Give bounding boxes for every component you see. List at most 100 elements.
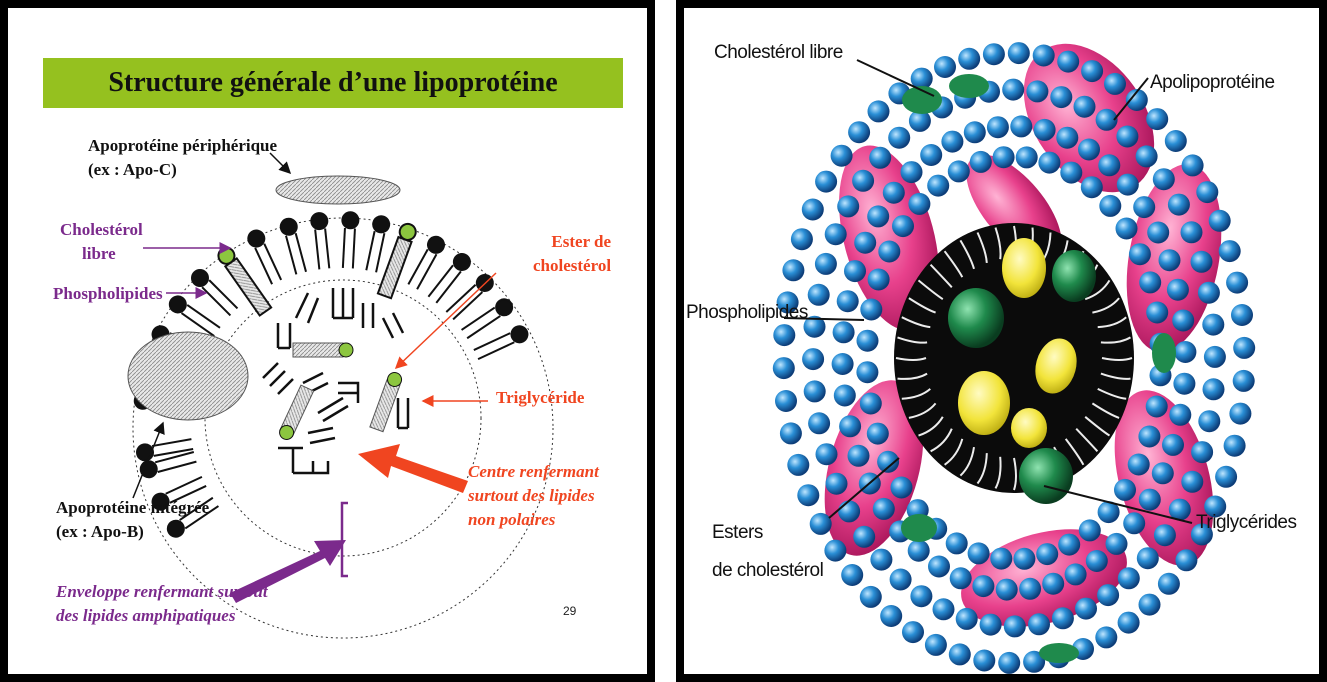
phospholipid-head	[791, 228, 813, 250]
phospholipid-head	[1146, 302, 1168, 324]
phospholipid-head	[1099, 195, 1121, 217]
phospholipid-head	[848, 121, 870, 143]
cholesterol-libre-label: Cholestérol libre	[714, 42, 843, 64]
phospholipid-head	[1198, 282, 1220, 304]
phospholipid-head	[1203, 378, 1225, 400]
phospholipid-head	[1123, 512, 1145, 534]
apo-peripheral-label: Apoprotéine périphérique (ex : Apo-C)	[88, 134, 277, 182]
phospholipid-head	[1181, 221, 1203, 243]
phospholipid-head	[797, 484, 819, 506]
phospholipid-head	[949, 643, 971, 665]
phospholipid-head	[1129, 243, 1151, 265]
phospholipid-head	[1010, 115, 1032, 137]
phospholipid-head	[808, 284, 830, 306]
phospholipid-head	[867, 423, 889, 445]
phospholipid-head	[1168, 194, 1190, 216]
phospholipid-head	[1079, 519, 1101, 541]
chol-libre-label: Cholestérol libre	[60, 218, 143, 266]
triglycerides-label: Triglycérides	[1196, 512, 1297, 534]
page-number: 29	[563, 604, 576, 618]
phospholipid-head	[908, 540, 930, 562]
phospholipid-head	[1209, 210, 1231, 232]
phospholipid-head	[1106, 533, 1128, 555]
phospholipid-head	[1231, 304, 1253, 326]
phospholipid-head	[1013, 548, 1035, 570]
phospholipid-head	[880, 605, 902, 627]
phospholipid-head	[1133, 196, 1155, 218]
phospholipid-head	[925, 634, 947, 656]
phospholipid-head	[1117, 174, 1139, 196]
phospholipid-head	[832, 353, 854, 375]
phospholipid-head	[1028, 613, 1050, 635]
phospholipid-head	[1233, 370, 1255, 392]
phospholipid-head	[773, 324, 795, 346]
phospholipid-head	[831, 145, 853, 167]
phospholipid-head	[1016, 146, 1038, 168]
free-cholesterol-patch	[949, 74, 989, 98]
phospholipid-head	[1036, 543, 1058, 565]
phospholipid-head	[1026, 80, 1048, 102]
phospholipid-head	[856, 361, 878, 383]
phospholipid-head	[839, 415, 861, 437]
envelope-bracket	[342, 503, 348, 576]
ester-label: Ester de cholestérol	[533, 230, 611, 278]
phospholipid-head	[1104, 73, 1126, 95]
phospholipid-head	[1057, 51, 1079, 73]
phospholipid-head	[956, 608, 978, 630]
phospholipid-head	[1226, 272, 1248, 294]
phospholipid-head	[808, 412, 830, 434]
phospholipid-head	[1191, 251, 1213, 273]
phospholipid-head	[815, 253, 837, 275]
phospholipid-head	[1042, 573, 1064, 595]
phospholipid-head	[853, 526, 875, 548]
phospholipid-head	[1128, 454, 1150, 476]
phospholipid-head	[888, 127, 910, 149]
phospholipid-head	[1146, 396, 1168, 418]
phospholipid-head	[891, 477, 913, 499]
phospholipid-head	[928, 556, 950, 578]
phospholipid-head	[1181, 471, 1203, 493]
phospholipid-head	[972, 575, 994, 597]
phospholipid-head	[1229, 403, 1251, 425]
phospholipid-head	[860, 586, 882, 608]
phospholipid-head	[941, 131, 963, 153]
phospholipid-head	[867, 205, 889, 227]
phospholipid-head	[868, 100, 890, 122]
phospholipid-head	[1146, 108, 1168, 130]
phospholipid-head	[1167, 279, 1189, 301]
phospholipid-head	[973, 650, 995, 672]
phospholipid-head	[1136, 145, 1158, 167]
phospholipid-head	[1219, 240, 1241, 262]
phospholipid-head	[983, 43, 1005, 65]
phospholipid-head	[816, 443, 838, 465]
phospholipid-head	[933, 598, 955, 620]
phospholipid-head	[1086, 550, 1108, 572]
phospholipid-head	[848, 445, 870, 467]
phospholipid-head	[1095, 626, 1117, 648]
cholesterol-ester-ball	[948, 288, 1004, 348]
phospholipid-head	[1081, 60, 1103, 82]
phospholipid-head	[870, 549, 892, 571]
phospholipid-head	[1174, 341, 1196, 363]
phospholipid-head	[833, 321, 855, 343]
phospholipid-head	[958, 48, 980, 70]
phospholipid-head	[1196, 181, 1218, 203]
phospholipid-head	[1173, 373, 1195, 395]
phospholipid-head	[1233, 337, 1255, 359]
apo-integrated-shape	[128, 332, 248, 420]
phospholipid-head	[1204, 346, 1226, 368]
phospholipid-head	[854, 232, 876, 254]
phospholipid-head	[860, 299, 882, 321]
phospholipid-head	[852, 170, 874, 192]
phospholipid-head	[1182, 154, 1204, 176]
phospholipid-head	[1139, 489, 1161, 511]
phospholipid-head	[987, 116, 1009, 138]
phospholipid-head	[1137, 547, 1159, 569]
phospholipid-head	[1139, 594, 1161, 616]
phospholipid-head	[837, 195, 859, 217]
phospholipid-head	[1162, 434, 1184, 456]
apo-integree-label: Apoprotéine intégrée (ex : Apo-B)	[56, 496, 209, 544]
phospholipid-head	[1175, 549, 1197, 571]
phospholipid-head	[1138, 426, 1160, 448]
phospholipid-head	[837, 290, 859, 312]
